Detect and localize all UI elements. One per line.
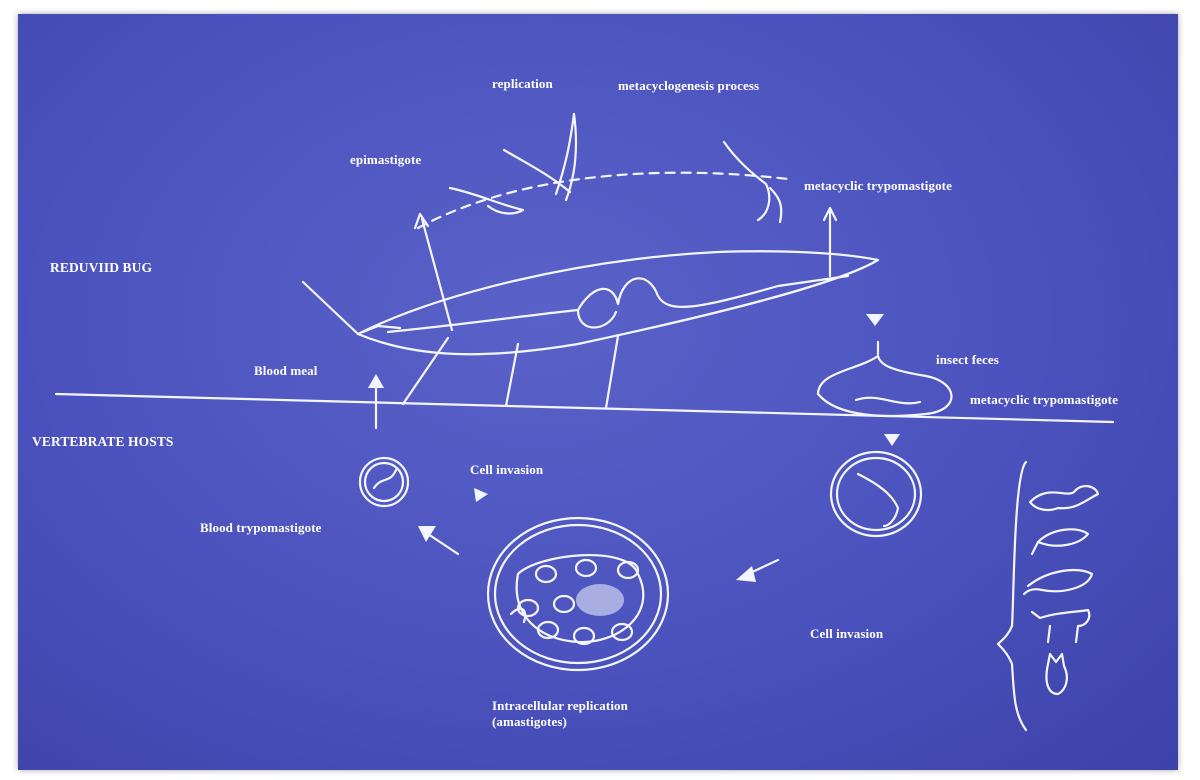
metacyclic-top-label: metacyclic trypomastigote bbox=[804, 178, 952, 194]
blood-release-arrow bbox=[428, 534, 458, 554]
development-dashed-arc bbox=[418, 173, 788, 228]
blood-trypomastigote-label: Blood trypomastigote bbox=[200, 520, 322, 536]
epimastigote-arrow bbox=[422, 219, 452, 330]
amastigotes-label: (amastigotes) bbox=[492, 714, 567, 730]
vertebrate-hosts-region-label: VERTEBRATE HOSTS bbox=[32, 434, 174, 450]
bug-body-icon bbox=[303, 251, 878, 408]
rodent-icon bbox=[1032, 529, 1088, 554]
metacyclogenesis-label: metacyclogenesis process bbox=[618, 78, 759, 94]
insect-feces-label: insect feces bbox=[936, 352, 999, 368]
intracellular-replication-label: Intracellular replication bbox=[492, 698, 628, 714]
replication-label: replication bbox=[492, 76, 553, 92]
cat-icon bbox=[1046, 654, 1066, 694]
blood-meal-arrowhead bbox=[368, 374, 384, 388]
blood-release-arrowhead bbox=[418, 526, 436, 542]
reduviid-bug-region-label: REDUVIID BUG bbox=[50, 260, 152, 276]
cell-invasion-left-label: Cell invasion bbox=[470, 462, 543, 478]
feces-drop-icon bbox=[818, 342, 952, 416]
blood-meal-label: Blood meal bbox=[254, 363, 317, 379]
host-divider-line bbox=[56, 394, 1113, 422]
diagram-slide: replication metacyclogenesis process epi… bbox=[18, 14, 1178, 770]
cell-invasion-right-label: Cell invasion bbox=[810, 626, 883, 642]
dog-icon bbox=[1032, 610, 1089, 642]
epimastigote-label: epimastigote bbox=[350, 152, 421, 168]
cell-invasion-arrow-left bbox=[474, 488, 488, 502]
blood-trypomastigote-cell bbox=[360, 458, 408, 506]
metacyclic-feces-label: metacyclic trypomastigote bbox=[970, 392, 1118, 408]
bat-icon bbox=[1030, 486, 1098, 510]
down-arrow-host bbox=[884, 434, 900, 446]
opossum-icon bbox=[1024, 570, 1092, 594]
cell-invasion-arrowhead-right bbox=[736, 566, 756, 582]
host-cell-right bbox=[831, 452, 921, 536]
infected-cell-icon bbox=[488, 518, 668, 670]
parasite-icon bbox=[450, 114, 781, 222]
down-arrow-feces bbox=[866, 314, 884, 326]
host-brace bbox=[998, 462, 1026, 730]
